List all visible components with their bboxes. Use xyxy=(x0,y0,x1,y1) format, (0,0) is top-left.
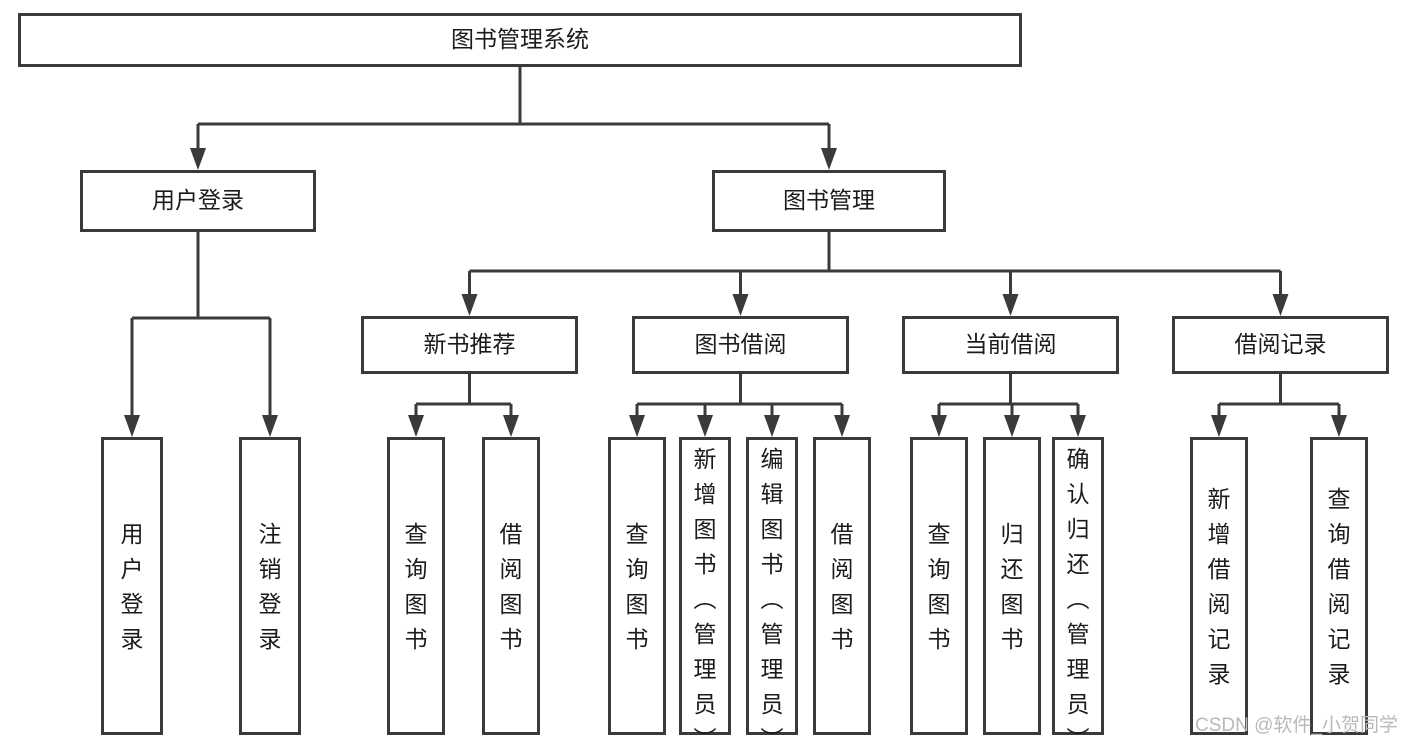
arrow-head-icon xyxy=(262,415,278,437)
arrow-head-icon xyxy=(190,148,206,170)
arrow-head-icon xyxy=(732,294,749,316)
arrow-head-icon xyxy=(764,415,780,437)
node-book-borrow[interactable]: 图书借阅 xyxy=(632,316,849,374)
node-box xyxy=(679,437,731,735)
node-box xyxy=(712,170,946,232)
node-box xyxy=(1172,316,1389,374)
node-label: 图书管理系统 xyxy=(451,26,589,52)
node-box xyxy=(482,437,540,735)
connector-group-user-login xyxy=(124,232,278,437)
node-leaf-borrow-book-2[interactable]: 借阅图书 xyxy=(813,437,871,735)
node-label: 借阅图书 xyxy=(500,521,523,652)
connector-layer xyxy=(124,67,1347,437)
node-current-borrow[interactable]: 当前借阅 xyxy=(902,316,1119,374)
node-layer: 图书管理系统用户登录图书管理新书推荐图书借阅当前借阅借阅记录用户登录注销登录查询… xyxy=(18,13,1389,747)
node-label: 查询借阅记录 xyxy=(1328,486,1351,687)
connector-group-new-book-rec xyxy=(408,374,519,437)
node-leaf-borrow-book-1[interactable]: 借阅图书 xyxy=(482,437,540,735)
arrow-head-icon xyxy=(629,415,645,437)
node-borrow-record[interactable]: 借阅记录 xyxy=(1172,316,1389,374)
node-label: 用户登录 xyxy=(152,187,244,213)
node-leaf-edit-book[interactable]: 编辑图书︵管理员︶ xyxy=(746,437,798,747)
csdn-watermark: CSDN @软件_小贺同学 xyxy=(1195,714,1398,736)
node-label: 新增借阅记录 xyxy=(1208,486,1231,687)
connector-group-book-borrow xyxy=(629,374,850,437)
node-box xyxy=(80,170,316,232)
node-label: 借阅记录 xyxy=(1235,331,1327,357)
connector-group-root xyxy=(190,67,837,170)
node-box xyxy=(239,437,301,735)
node-leaf-user-login[interactable]: 用户登录 xyxy=(101,437,163,735)
node-box xyxy=(18,13,1022,67)
arrow-head-icon xyxy=(408,415,424,437)
node-box xyxy=(902,316,1119,374)
node-box xyxy=(1190,437,1248,735)
connector-group-current-borrow xyxy=(931,374,1086,437)
node-label: 新书推荐 xyxy=(424,331,516,357)
arrow-head-icon xyxy=(1272,294,1289,316)
node-label: 图书管理 xyxy=(783,187,875,213)
node-label: 当前借阅 xyxy=(965,331,1057,357)
arrow-head-icon xyxy=(461,294,478,316)
node-label: 查询图书 xyxy=(626,521,649,652)
node-leaf-logout[interactable]: 注销登录 xyxy=(239,437,301,735)
node-box xyxy=(608,437,666,735)
arrow-head-icon xyxy=(1331,415,1347,437)
node-box xyxy=(910,437,968,735)
node-user-login[interactable]: 用户登录 xyxy=(80,170,316,232)
node-leaf-confirm-return[interactable]: 确认归还︵管理员︶ xyxy=(1052,437,1104,747)
arrow-head-icon xyxy=(834,415,850,437)
node-label: 注销登录 xyxy=(259,521,282,652)
arrow-head-icon xyxy=(821,148,837,170)
node-box xyxy=(813,437,871,735)
node-leaf-add-book[interactable]: 新增图书︵管理员︶ xyxy=(679,437,731,747)
node-label: 编辑图书︵管理员︶ xyxy=(761,446,784,747)
node-book-manage[interactable]: 图书管理 xyxy=(712,170,946,232)
node-box xyxy=(983,437,1041,735)
arrow-head-icon xyxy=(931,415,947,437)
node-label: 归还图书 xyxy=(1001,521,1024,652)
arrow-head-icon xyxy=(1002,294,1019,316)
node-label: 查询图书 xyxy=(928,521,951,652)
node-leaf-query-record[interactable]: 查询借阅记录 xyxy=(1310,437,1368,735)
arrow-head-icon xyxy=(124,415,140,437)
node-box xyxy=(1310,437,1368,735)
node-leaf-return-book[interactable]: 归还图书 xyxy=(983,437,1041,735)
node-box xyxy=(746,437,798,735)
node-label: 图书借阅 xyxy=(695,331,787,357)
arrow-head-icon xyxy=(1004,415,1020,437)
node-label: 用户登录 xyxy=(121,521,144,652)
node-leaf-query-book-3[interactable]: 查询图书 xyxy=(910,437,968,735)
node-box xyxy=(1052,437,1104,735)
arrow-head-icon xyxy=(1211,415,1227,437)
node-leaf-query-book-2[interactable]: 查询图书 xyxy=(608,437,666,735)
node-label: 新增图书︵管理员︶ xyxy=(694,446,717,747)
node-box xyxy=(387,437,445,735)
arrow-head-icon xyxy=(503,415,519,437)
node-box xyxy=(101,437,163,735)
node-label: 查询图书 xyxy=(405,521,428,652)
connector-group-book-manage xyxy=(461,232,1289,316)
arrow-head-icon xyxy=(1070,415,1086,437)
node-box xyxy=(361,316,578,374)
node-label: 确认归还︵管理员︶ xyxy=(1067,446,1090,747)
arrow-head-icon xyxy=(697,415,713,437)
node-new-book-rec[interactable]: 新书推荐 xyxy=(361,316,578,374)
node-box xyxy=(632,316,849,374)
node-leaf-add-record[interactable]: 新增借阅记录 xyxy=(1190,437,1248,735)
node-leaf-query-book-1[interactable]: 查询图书 xyxy=(387,437,445,735)
node-label: 借阅图书 xyxy=(831,521,854,652)
connector-group-borrow-record xyxy=(1211,374,1347,437)
node-root[interactable]: 图书管理系统 xyxy=(18,13,1022,67)
